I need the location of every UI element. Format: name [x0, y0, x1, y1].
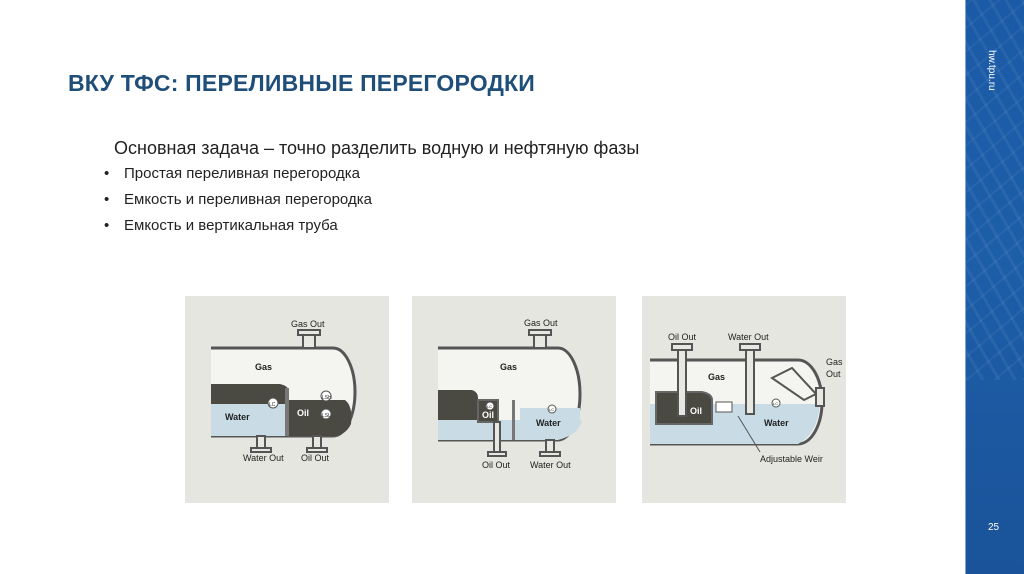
separator-drawing: Gas Out Gas Oil Water LC LC Oil Out Wate… — [438, 318, 582, 470]
gas-out-label: Gas Out — [524, 318, 558, 328]
bullet-dot: • — [104, 165, 110, 182]
gas-out-label: Gas Out — [291, 319, 325, 329]
water-out-label: Water Out — [530, 460, 571, 470]
oil-out-label: Oil Out — [301, 453, 330, 463]
gas-label: Gas — [708, 372, 725, 382]
bullet-item: • Емкость и вертикальная труба — [104, 216, 372, 242]
oil-out-label: Oil Out — [482, 460, 511, 470]
bullet-item: • Простая переливная перегородка — [104, 164, 372, 190]
bullet-text: Емкость и переливная перегородка — [124, 191, 372, 208]
oil-label: Oil — [690, 406, 702, 416]
water-label: Water — [536, 418, 561, 428]
diagram-vertical-pipe: Oil Out Water Out Gas Out Gas Oil Water … — [642, 296, 846, 503]
lc-label: LC — [773, 401, 778, 406]
gas-label: Gas — [500, 362, 517, 372]
side-band — [965, 0, 1024, 574]
gas-label: Gas — [255, 362, 272, 372]
water-label: Water — [225, 412, 250, 422]
water-out-label: Water Out — [243, 453, 284, 463]
oil-label: Oil — [297, 408, 309, 418]
bullet-text: Простая переливная перегородка — [124, 165, 360, 182]
bullet-dot: • — [104, 217, 110, 234]
water-out-label: Water Out — [728, 332, 769, 342]
lsh-label: LSH — [322, 395, 332, 401]
gas-out-label-2: Out — [826, 369, 841, 379]
diagram-bucket-weir: Gas Out Gas Oil Water LC LC Oil Out Wate… — [412, 296, 616, 503]
band-divider — [965, 0, 966, 574]
adjustable-weir-label: Adjustable Weir — [760, 454, 823, 464]
lsl-label: LSL — [322, 413, 331, 419]
oil-label: Oil — [482, 410, 494, 420]
gas-out-label-1: Gas — [826, 357, 843, 367]
separator-drawing: Gas Out Gas Water Oil LC LSH LSL Water O… — [211, 319, 357, 463]
lc-label: LC — [269, 402, 276, 408]
diagram-simple-weir: Gas Out Gas Water Oil LC LSH LSL Water O… — [185, 296, 389, 503]
separator-drawing: Oil Out Water Out Gas Out Gas Oil Water … — [650, 332, 843, 464]
lc-label: LC — [487, 404, 492, 409]
bullet-text: Емкость и вертикальная труба — [124, 217, 338, 234]
main-text: Основная задача – точно разделить водную… — [114, 138, 640, 158]
slide-title: ВКУ ТФС: ПЕРЕЛИВНЫЕ ПЕРЕГОРОДКИ — [68, 70, 536, 96]
page-number: 25 — [988, 522, 1000, 533]
lc-label: LC — [549, 407, 554, 412]
water-label: Water — [764, 418, 789, 428]
site-url: hw.tpu.ru — [986, 50, 997, 91]
oil-out-label: Oil Out — [668, 332, 697, 342]
bullet-item: • Емкость и переливная перегородка — [104, 190, 372, 216]
bullet-list: • Простая переливная перегородка • Емкость… — [104, 164, 372, 242]
bullet-dot: • — [104, 191, 110, 208]
band-pattern — [965, 0, 1024, 380]
